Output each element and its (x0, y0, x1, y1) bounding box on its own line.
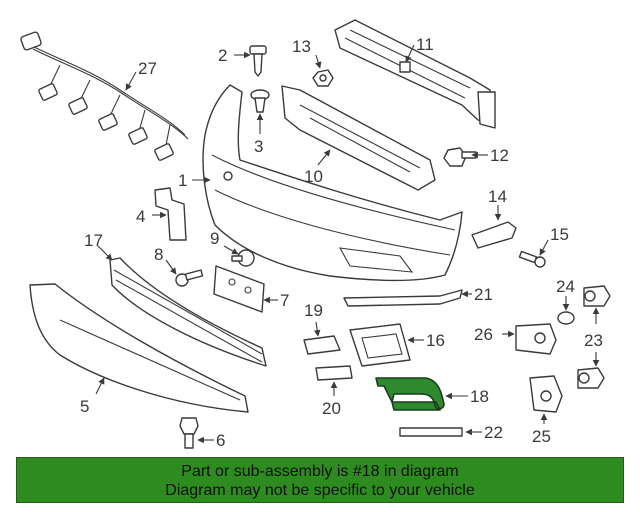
part-24-sensor (557, 311, 575, 325)
callout-15: 15 (550, 225, 569, 244)
callout-11: 11 (416, 35, 434, 54)
part-17-grille (109, 257, 267, 367)
callout-22: 22 (484, 423, 503, 442)
part-10-absorber (281, 85, 436, 191)
callout-16: 16 (426, 331, 445, 350)
part-23-sensors (577, 285, 611, 389)
part-25-bracket (529, 375, 563, 413)
part-3-clip (250, 89, 270, 113)
callout-12: 12 (490, 146, 509, 165)
part-9-clip (231, 249, 255, 267)
info-banner: Part or sub-assembly is #18 in diagram D… (16, 457, 624, 503)
part-26-bracket (515, 323, 557, 355)
part-12-bolt (443, 147, 477, 167)
part-13-nut (312, 69, 334, 87)
part-1-bumper-cover (202, 84, 463, 282)
callout-8: 8 (154, 245, 163, 264)
callout-27: 27 (138, 59, 157, 78)
callout-25: 25 (532, 427, 551, 446)
part-11-impact-bar (334, 19, 496, 129)
callout-7: 7 (280, 291, 289, 310)
part-18-trim-highlighted (375, 377, 445, 411)
callout-1: 1 (178, 171, 187, 190)
callout-13: 13 (292, 37, 311, 56)
part-4-bracket (154, 187, 187, 241)
part-22-strip (399, 427, 463, 437)
banner-line-2: Diagram may not be specific to your vehi… (165, 482, 475, 499)
parts-diagram: 27 2 3 13 11 1 10 (20, 19, 611, 450)
callout-10: 10 (304, 167, 323, 186)
callout-6: 6 (216, 431, 225, 450)
callout-23: 23 (584, 331, 603, 350)
callout-21: 21 (474, 285, 493, 304)
part-14-cover (471, 221, 517, 249)
part-5-spoiler (29, 283, 249, 413)
callout-14: 14 (488, 187, 507, 206)
callout-24: 24 (556, 277, 575, 296)
part-8-screw (175, 269, 204, 287)
part-21-molding (343, 289, 463, 307)
banner-line-1: Part or sub-assembly is #18 in diagram (181, 463, 459, 480)
callout-9: 9 (210, 229, 219, 248)
callout-2: 2 (218, 46, 227, 65)
part-2-screw (249, 45, 267, 77)
part-6-bolt (179, 417, 199, 449)
part-20-bracket (315, 365, 353, 381)
callout-17: 17 (84, 231, 103, 250)
callout-5: 5 (80, 397, 89, 416)
callout-18: 18 (470, 387, 489, 406)
callout-4: 4 (136, 207, 145, 226)
part-7-license-bracket (213, 265, 265, 313)
callout-3: 3 (254, 137, 263, 156)
part-19-bracket (303, 335, 341, 355)
part-15-screw (518, 250, 546, 268)
part-16-trim (349, 323, 411, 367)
callout-26: 26 (474, 325, 493, 344)
callout-19: 19 (304, 301, 323, 320)
callout-20: 20 (322, 399, 341, 418)
part-27-wiring-harness (20, 31, 189, 161)
